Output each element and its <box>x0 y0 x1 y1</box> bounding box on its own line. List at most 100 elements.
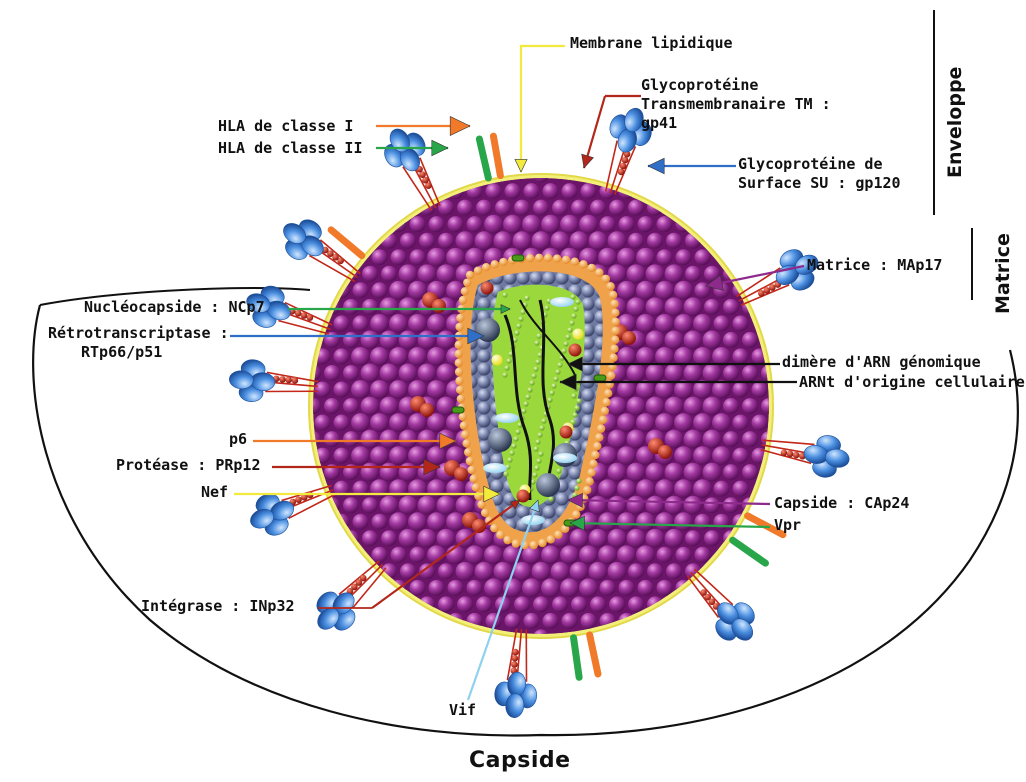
nef-particle <box>573 329 584 340</box>
capsid-rim-bead <box>455 341 463 349</box>
matrix-sphere <box>684 496 703 515</box>
ncp7-bead <box>555 369 560 374</box>
matrix-sphere <box>505 183 521 199</box>
matrix-sphere <box>410 580 426 596</box>
matrix-sphere <box>418 364 437 383</box>
red-particle <box>420 403 434 417</box>
matrix-sphere <box>617 248 636 267</box>
matrix-sphere <box>723 365 739 381</box>
matrix-sphere <box>438 233 454 249</box>
ncp7-bead <box>507 457 512 462</box>
matrix-sphere <box>362 530 378 546</box>
ncp7-bead <box>509 450 514 455</box>
matrix-sphere <box>655 314 674 333</box>
capsid-rim-bead <box>606 282 614 290</box>
capsid-rim-bead <box>554 530 562 538</box>
matrix-sphere <box>429 580 445 596</box>
arrow-gp120-head <box>648 158 664 174</box>
matrix-sphere <box>361 463 380 482</box>
matrix-sphere <box>704 530 720 546</box>
ncp7-bead <box>518 316 523 321</box>
matrix-sphere <box>628 563 644 579</box>
matrix-sphere <box>484 215 503 234</box>
matrix-sphere <box>712 446 731 465</box>
ncp7-bead <box>553 376 558 381</box>
matrix-sphere <box>486 183 502 199</box>
capsid-rim-bead <box>474 266 482 274</box>
gp41-bead <box>511 661 518 668</box>
matrix-sphere <box>617 545 636 564</box>
capsid-rim-bead <box>460 421 468 429</box>
ncp7-bead <box>524 295 529 300</box>
matrix-sphere <box>590 596 606 612</box>
matrix-sphere <box>334 315 350 331</box>
capsid-rim-bead <box>491 260 499 268</box>
matrix-sphere <box>551 231 570 250</box>
matrix-sphere <box>752 381 768 397</box>
ncp7-bead <box>504 365 509 370</box>
label-protease: Protéase : PRp12 <box>116 456 261 475</box>
matrix-sphere <box>389 413 408 432</box>
matrix-sphere <box>522 215 541 234</box>
matrix-sphere <box>380 463 399 482</box>
matrix-sphere <box>437 364 456 383</box>
vif-particle <box>495 413 519 423</box>
gp41-bead <box>301 312 308 319</box>
matrix-sphere <box>608 430 627 449</box>
matrix-sphere <box>684 430 703 449</box>
label-integrase: Intégrase : INp32 <box>141 597 295 616</box>
reverse-transcriptase <box>488 428 512 452</box>
ncp7-bead <box>576 398 581 403</box>
hla-molecule <box>590 635 598 674</box>
matrix-sphere <box>389 479 408 498</box>
capsid-rim-bead <box>611 336 619 344</box>
matrix-sphere <box>456 496 475 515</box>
capsid-rim-bead <box>464 448 472 456</box>
matrix-sphere <box>608 496 627 515</box>
section-enveloppe: Enveloppe <box>944 67 966 178</box>
matrix-sphere <box>438 596 454 612</box>
matrix-sphere <box>666 233 682 249</box>
matrix-sphere <box>418 529 437 548</box>
vpr-rod <box>594 375 606 381</box>
matrix-sphere <box>684 330 703 349</box>
gp120-spike <box>761 434 851 480</box>
matrix-sphere <box>503 215 522 234</box>
capsid-rim-bead <box>459 412 467 420</box>
gp41-bead <box>295 496 302 503</box>
matrix-sphere <box>324 332 340 348</box>
matrix-sphere <box>389 281 408 300</box>
matrix-sphere <box>608 264 627 283</box>
ncp7-bead <box>541 418 546 423</box>
arrow-membrane-head <box>515 159 527 172</box>
integrase-particle <box>560 426 573 439</box>
gp41-stalk <box>606 141 618 192</box>
capsid-rim-bead <box>593 442 601 450</box>
capsid-rim-bead <box>455 359 463 367</box>
matrix-sphere <box>399 496 418 515</box>
ncp7-bead <box>537 432 542 437</box>
matrix-sphere <box>742 365 758 381</box>
matrix-sphere <box>438 200 454 216</box>
vpr-rod <box>512 255 524 261</box>
gp41-bead <box>781 450 788 457</box>
matrix-sphere <box>636 413 655 432</box>
matrix-sphere <box>334 415 350 431</box>
capsid-rim-bead <box>591 451 599 459</box>
matrix-sphere <box>560 215 579 234</box>
matrix-sphere <box>505 613 521 629</box>
capsid-rim-bead <box>538 539 546 547</box>
label-vpr: Vpr <box>774 516 801 535</box>
matrix-sphere <box>733 415 749 431</box>
matrix-sphere <box>533 596 549 612</box>
label-matrice-map17: Matrice : MAp17 <box>807 256 942 275</box>
label-hla-class-2: HLA de classe II <box>218 139 363 158</box>
ncp7-bead <box>563 341 568 346</box>
matrix-sphere <box>418 330 437 349</box>
rt-line-2: RTp66/p51 <box>48 343 229 362</box>
capsid-rim-bead <box>595 433 603 441</box>
matrix-sphere <box>427 479 446 498</box>
matrix-sphere <box>465 545 484 564</box>
capsid-rim-bead <box>583 486 591 494</box>
